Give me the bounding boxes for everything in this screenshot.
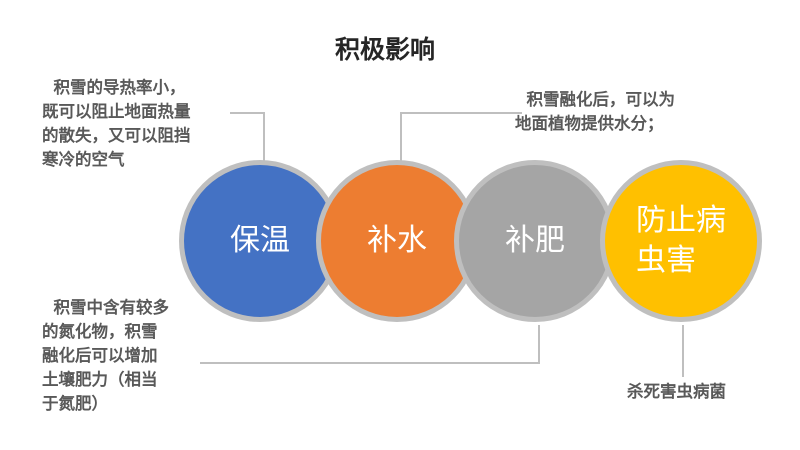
connector-fertilizer-v [538, 325, 540, 364]
slide-title: 积极影响 [334, 35, 435, 64]
circle-label: 防止病 虫害 [636, 203, 726, 278]
connector-pest-v [682, 325, 684, 377]
note-pest: 杀死害虫病菌 [627, 382, 726, 401]
note-water: 积雪融化后，可以为 地面植物提供水分； [515, 90, 675, 133]
circle-fertilizer: 补肥 [454, 160, 616, 322]
circle-label: 保温 [230, 223, 290, 258]
connector-insulation-v [263, 112, 265, 162]
connector-fertilizer-h [200, 362, 540, 364]
circle-label: 补肥 [505, 223, 565, 258]
circle-insulation: 保温 [179, 160, 341, 322]
circle-water: 补水 [316, 160, 478, 322]
circle-pest-prevention: 防止病 虫害 [600, 160, 762, 322]
circle-label: 补水 [367, 223, 427, 258]
connector-insulation-h [230, 112, 264, 114]
note-insulation: 积雪的导热率小， 既可以阻止地面热量 的散失，又可以阻挡 寒冷的空气 [42, 78, 191, 169]
note-fertilizer: 积雪中含有较多 的氮化物，积雪 融化后可以增加 土壤肥力（相当 于氮肥） [42, 298, 169, 413]
connector-water-v [400, 112, 402, 162]
connector-water-h [400, 112, 522, 114]
